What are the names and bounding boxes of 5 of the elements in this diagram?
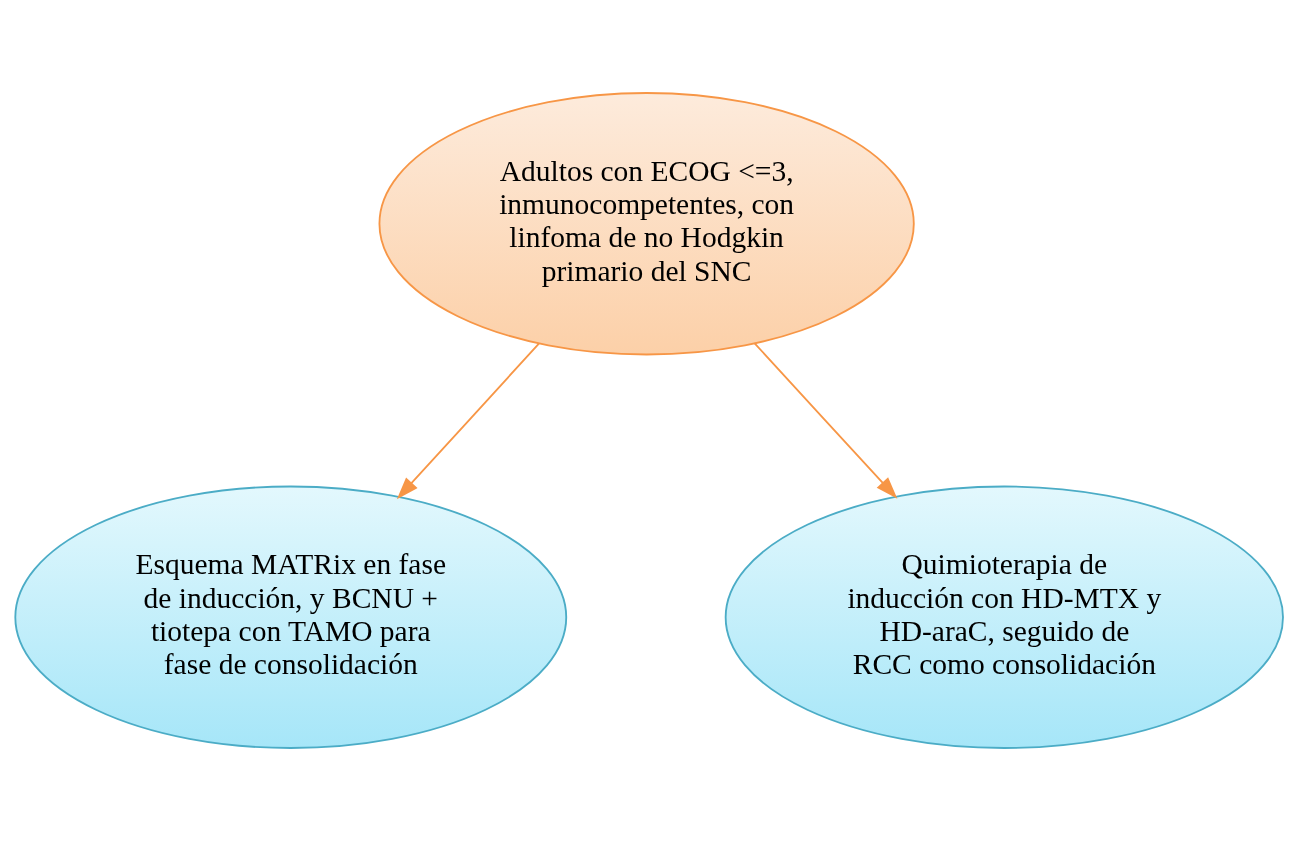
node-ellipse: Esquema MATRix en fase de inducción, y BCNU + tiotepa con TAMO para fase de consolidación — [14, 485, 568, 749]
arrow — [753, 342, 898, 499]
node-ellipse: Quimioterapia de inducción con HD-MTX y HD-araC, seguido de RCC como consolidación — [724, 485, 1284, 749]
node-ellipse: Adultos con ECOG <=3, inmunocompetentes, con linfoma de no Hodgkin primario del SNC — [378, 92, 915, 356]
arrow — [396, 342, 540, 500]
